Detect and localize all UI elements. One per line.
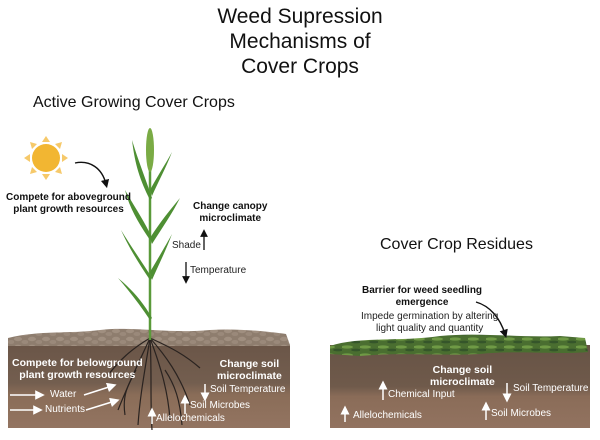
impede-label: Impede germination by altering light qua… <box>361 311 498 335</box>
title-line-3: Cover Crops <box>241 55 359 78</box>
water-to-root-arrow-icon <box>83 382 117 396</box>
soil-micro-line-1: Change soil <box>219 358 280 370</box>
residue-soil-micro-line-2: microclimate <box>430 376 495 388</box>
canopy-label: Change canopy microclimate <box>193 201 267 225</box>
nutrients-label: Nutrients <box>45 404 86 415</box>
soil-temperature-label: Soil Temperature <box>210 384 286 395</box>
barrier-arrow-icon <box>475 301 508 339</box>
belowground-label: Compete for belowground plant growth res… <box>12 357 143 381</box>
barrier-line-1: Barrier for weed seedling <box>362 285 483 296</box>
shade-label: Shade <box>172 240 201 251</box>
aboveground-label: Compete for aboveground plant growth res… <box>6 192 131 216</box>
nutrients-to-root-arrow-icon <box>85 397 120 411</box>
belowground-line-1: Compete for belowground <box>12 357 143 369</box>
plant-icon <box>118 128 180 340</box>
residue-soil-microclimate-label: Change soil microclimate <box>430 364 495 388</box>
residue-soil-microbes-label: Soil Microbes <box>491 408 552 419</box>
belowground-line-2: plant growth resources <box>19 369 136 381</box>
title-line-1: Weed Supression <box>217 5 383 28</box>
soil-block-active <box>8 328 290 428</box>
soil-block-residues <box>330 334 590 428</box>
barrier-label: Barrier for weed seedling emergence <box>362 285 482 309</box>
sun-icon <box>24 136 68 180</box>
sun-arrow-icon <box>74 161 110 189</box>
soil-micro-line-2: microclimate <box>217 370 282 382</box>
diagram-title: Weed Supression Mechanisms of Cover Crop… <box>0 4 600 79</box>
title-line-2: Mechanisms of <box>229 30 371 53</box>
temperature-label: Temperature <box>190 265 247 276</box>
canopy-line-2: microclimate <box>199 213 262 224</box>
chemical-input-label: Chemical Input <box>388 389 455 400</box>
soil-microclimate-label: Change soil microclimate <box>217 358 282 382</box>
impede-line-1: Impede germination by altering <box>361 311 499 322</box>
active-heading: Active Growing Cover Crops <box>33 94 235 111</box>
impede-line-2: light quality and quantity <box>376 323 484 334</box>
aboveground-line-2: plant growth resources <box>13 204 124 215</box>
canopy-line-1: Change canopy <box>193 201 268 212</box>
residue-allelochemicals-label: Allelochemicals <box>353 410 422 421</box>
soil-microbes-label: Soil Microbes <box>190 400 251 411</box>
barrier-line-2: emergence <box>395 297 449 308</box>
water-label: Water <box>50 389 77 400</box>
residue-soil-temperature-label: Soil Temperature <box>513 383 589 394</box>
residues-heading: Cover Crop Residues <box>380 236 533 253</box>
allelochemicals-label: Allelochemicals <box>156 413 225 424</box>
residue-soil-micro-line-1: Change soil <box>432 364 493 376</box>
aboveground-line-1: Compete for aboveground <box>6 192 132 203</box>
